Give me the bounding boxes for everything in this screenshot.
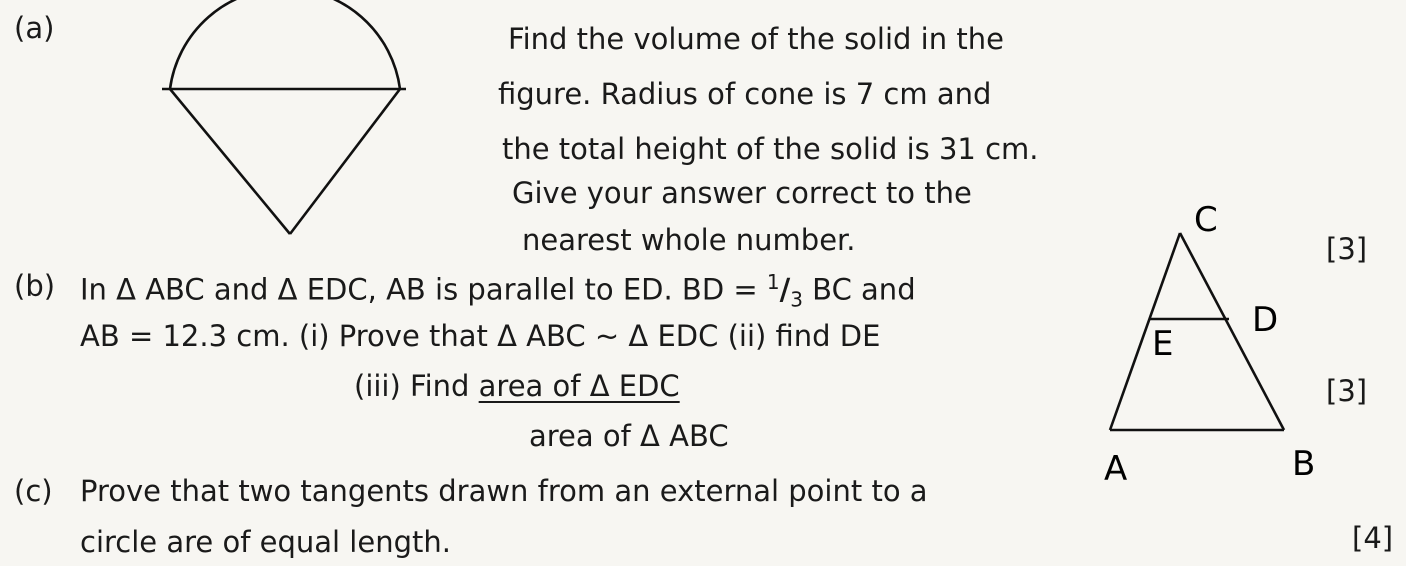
side-cb: [1178, 232, 1286, 431]
part-b-line-1-post: BC and: [802, 272, 916, 307]
part-c-line-2: circle are of equal length.: [80, 525, 451, 559]
part-c-label: (c): [14, 474, 53, 508]
hemisphere-cone-figure: [162, 0, 406, 235]
part-a-line-4: Give your answer correct to the: [512, 176, 972, 210]
part-a-line-2: figure. Radius of cone is 7 cm and: [498, 77, 992, 111]
side-ca: [1108, 232, 1182, 431]
part-b-marks: [3]: [1326, 374, 1368, 408]
label-c: C: [1194, 200, 1218, 240]
part-a-marks: [3]: [1326, 232, 1368, 266]
ratio-denominator: area of Δ ABC: [529, 419, 729, 453]
part-a-line-5: nearest whole number.: [522, 223, 856, 257]
part-b-line-2: AB = 12.3 cm. (i) Prove that Δ ABC ~ Δ E…: [80, 319, 881, 353]
label-d: D: [1252, 300, 1278, 340]
part-b-line-1: In Δ ABC and Δ EDC, AB is parallel to ED…: [80, 272, 916, 309]
part-b-line-3: (iii) Find area of Δ EDC: [354, 372, 680, 401]
part-b-line-3-pre: (iii) Find: [354, 369, 479, 403]
label-a: A: [1104, 449, 1127, 489]
fraction-slash: /: [779, 272, 791, 307]
cone-left-edge: [168, 88, 292, 235]
part-a-label: (a): [14, 11, 55, 45]
part-c-marks: [4]: [1352, 521, 1394, 555]
part-b-label: (b): [14, 269, 56, 303]
triangle-figure: C D E A B: [1104, 200, 1315, 489]
fraction-numerator: 1: [766, 270, 780, 294]
hemisphere-arc: [168, 0, 402, 90]
part-b-line-1-pre: In Δ ABC and Δ EDC, AB is parallel to ED…: [80, 272, 767, 307]
part-a-line-3: the total height of the solid is 31 cm.: [502, 132, 1039, 166]
fraction-denominator: 3: [790, 287, 803, 312]
label-b: B: [1292, 444, 1315, 484]
cone-right-edge: [288, 88, 402, 235]
part-a-line-1: Find the volume of the solid in the: [508, 22, 1004, 56]
label-e: E: [1152, 324, 1173, 364]
part-c-line-1: Prove that two tangents drawn from an ex…: [80, 474, 928, 508]
ratio-numerator: area of Δ EDC: [478, 369, 680, 403]
